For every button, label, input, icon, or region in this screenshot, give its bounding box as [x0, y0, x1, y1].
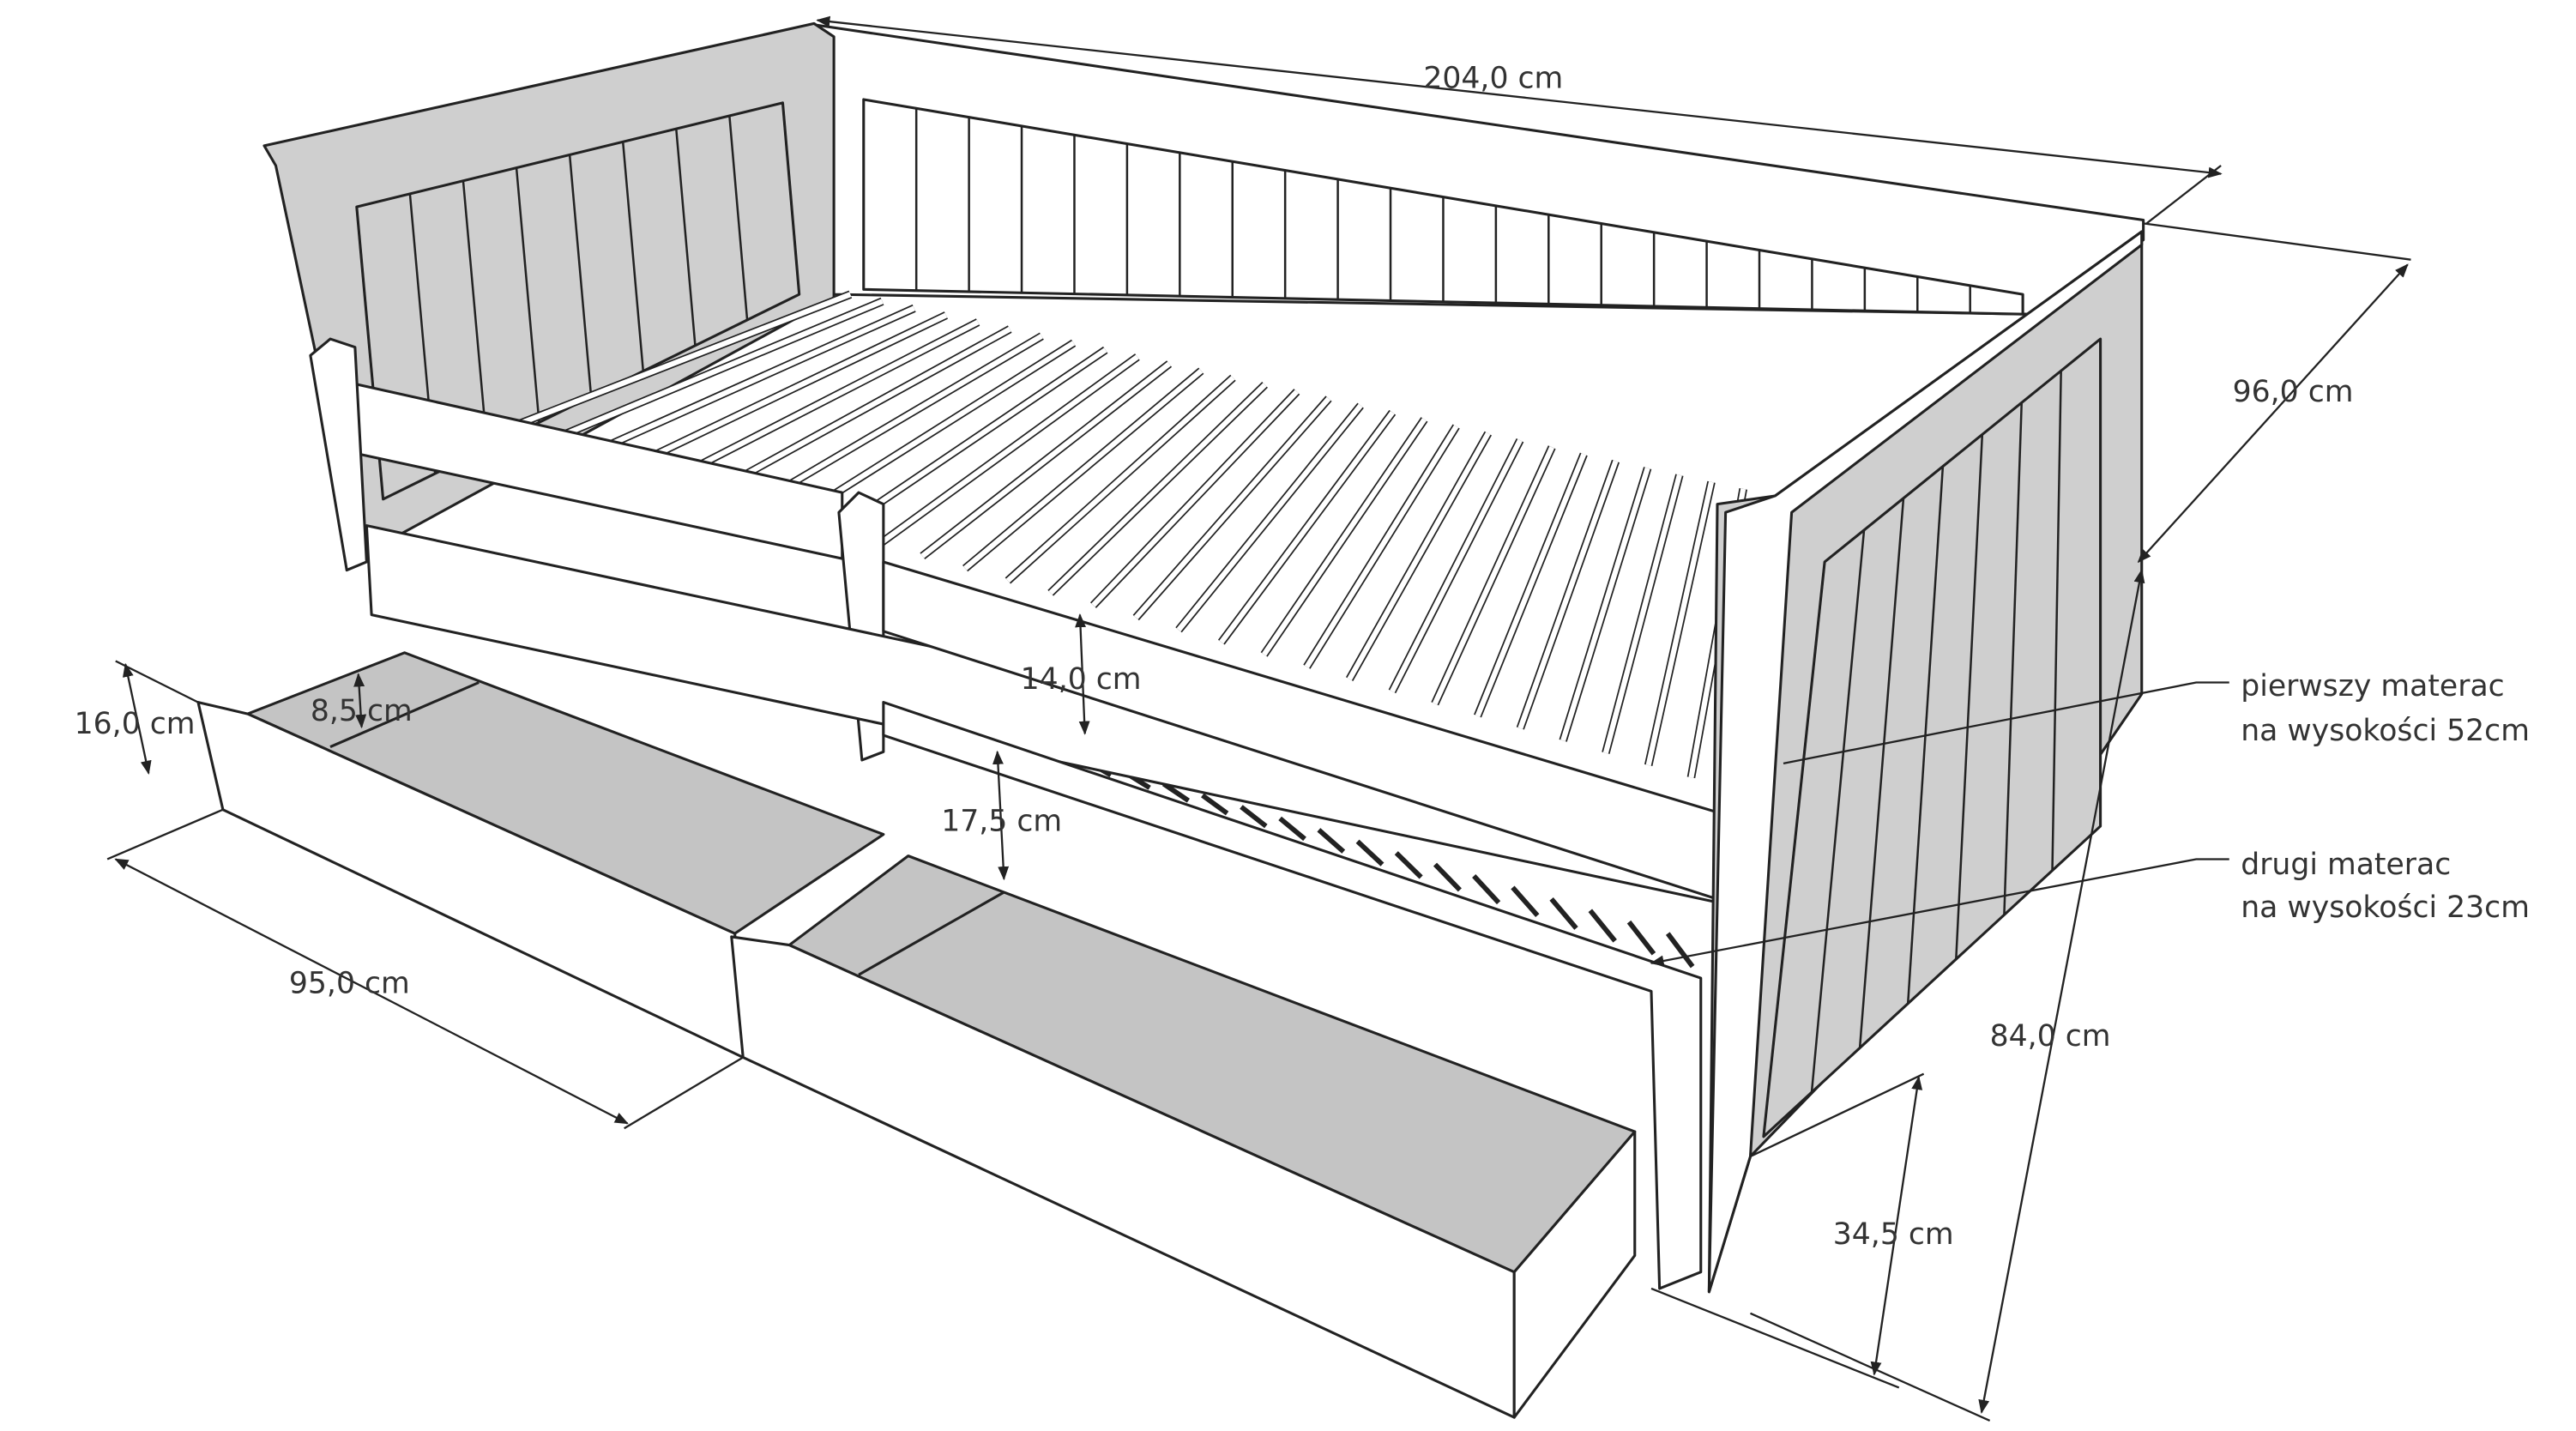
trundle-slat — [1588, 909, 1617, 943]
trundle-slat — [1317, 828, 1346, 854]
right-slat — [1955, 434, 1984, 960]
left-slat — [568, 154, 593, 397]
bed-slat-fill — [707, 326, 1011, 498]
label-height-side: 34,5 cm — [1833, 1217, 1954, 1252]
extension-line — [2145, 165, 2222, 225]
label-drawer-height: 16,0 cm — [75, 707, 196, 741]
extension-line — [1750, 1312, 1991, 1422]
bed-slat-fill — [750, 334, 1043, 510]
trundle-slat — [1665, 932, 1695, 969]
leader-second-mattress — [1650, 858, 2229, 967]
dim-line-drawer-inner — [353, 673, 367, 729]
bed-slat-fill — [1645, 481, 1715, 766]
extension-line — [106, 808, 224, 860]
bed-slat-fill — [1560, 467, 1650, 742]
dim-line-rail-lower — [992, 750, 1010, 881]
bed-slats — [493, 290, 1780, 791]
extension-line — [1650, 1287, 1900, 1389]
bed-slat-fill — [1176, 403, 1363, 632]
trundle-slat — [1472, 874, 1501, 905]
right-slat — [1762, 561, 1826, 1138]
dim-line-drawer-length — [114, 858, 629, 1125]
right-slat — [1810, 529, 1866, 1093]
bed-slat-fill — [1219, 410, 1395, 644]
trundle-slat — [1161, 782, 1191, 803]
note-second-mattress-line2: na wysokości 23cm — [2241, 891, 2530, 925]
left-slat — [462, 180, 489, 449]
trundle-slat — [1355, 839, 1385, 866]
left-slat — [781, 102, 800, 295]
dim-line-rail-upper — [1075, 613, 1090, 735]
trundle-slat — [1626, 920, 1656, 956]
dim-line-height-side — [1870, 1075, 1923, 1376]
label-length: 204,0 cm — [1423, 62, 1563, 96]
left-drawer-divider — [329, 681, 480, 748]
front-board-lower — [882, 701, 1703, 1290]
trundle-slat — [1394, 851, 1423, 879]
extension-line — [115, 660, 199, 703]
bed-slat-fill — [1347, 432, 1491, 681]
right-drawer-divider — [858, 891, 1005, 976]
bed-slat-fill — [1602, 474, 1682, 754]
left-slat — [675, 129, 697, 346]
bed-slat-fill — [1517, 460, 1619, 729]
bed-slat-fill — [963, 368, 1204, 571]
dim-line-length — [816, 15, 2223, 178]
label-rail-upper: 14,0 cm — [1021, 662, 1142, 697]
bed-slat-fill — [494, 292, 852, 436]
leader-first-mattress — [1783, 681, 2229, 764]
bed-slat-fill — [537, 299, 884, 449]
bed-slat-fill — [1390, 438, 1523, 693]
note-second-mattress-line1: drugi materac — [2241, 848, 2451, 882]
bed-slat-fill — [836, 347, 1107, 534]
bed-slat-fill — [1005, 376, 1235, 583]
left-slat — [621, 142, 645, 371]
trundle-slat — [1278, 816, 1306, 842]
back-panel-slats — [862, 99, 2024, 315]
right-drawer-side — [1512, 1130, 1637, 1419]
bed-slat-fill — [793, 341, 1076, 522]
left-slat — [515, 167, 540, 423]
extension-line — [2143, 222, 2411, 261]
label-rail-lower: 17,5 cm — [941, 805, 1062, 839]
bed-slat-fill — [1091, 389, 1300, 607]
dim-line-drawer-height — [122, 662, 152, 775]
bed-slat-fill — [878, 354, 1139, 546]
right-end-panel-front — [1707, 230, 2144, 1294]
bed-slat-fill — [665, 319, 980, 485]
label-drawer-length: 95,0 cm — [289, 966, 410, 1000]
bed-slat-fill — [1432, 446, 1554, 705]
bed-slat-fill — [1475, 453, 1587, 717]
bed-slat-fill — [920, 361, 1171, 559]
label-drawer-inner: 8,5 cm — [311, 694, 413, 728]
label-height-total: 84,0 cm — [1990, 1019, 2111, 1054]
right-slat — [1858, 498, 1905, 1048]
bed-slat-fill — [1133, 396, 1331, 619]
note-first-mattress-line2: na wysokości 52cm — [2241, 714, 2530, 748]
trundle-slat — [1549, 897, 1578, 930]
extension-line — [1750, 1072, 1925, 1158]
guard-post-left — [309, 337, 368, 572]
note-first-mattress-line1: pierwszy materac — [2241, 669, 2504, 703]
left-panel-slats — [355, 102, 800, 499]
bed-slat-fill — [1304, 425, 1459, 668]
bed-slat-fill — [622, 312, 948, 473]
dim-line-depth — [2137, 263, 2409, 564]
trundle-slat — [1433, 862, 1462, 892]
bed-slat-fill — [1048, 383, 1267, 595]
bed-slat-fill — [579, 305, 915, 461]
extension-line — [624, 1056, 744, 1130]
trundle-slat — [1240, 805, 1268, 829]
left-slat — [728, 115, 749, 321]
label-depth: 96,0 cm — [2233, 375, 2354, 409]
trundle-slat — [1511, 885, 1540, 918]
bed-slat-fill — [1262, 418, 1427, 656]
trundle-slat — [1201, 793, 1229, 816]
dim-line-height-total — [1978, 569, 2145, 1414]
